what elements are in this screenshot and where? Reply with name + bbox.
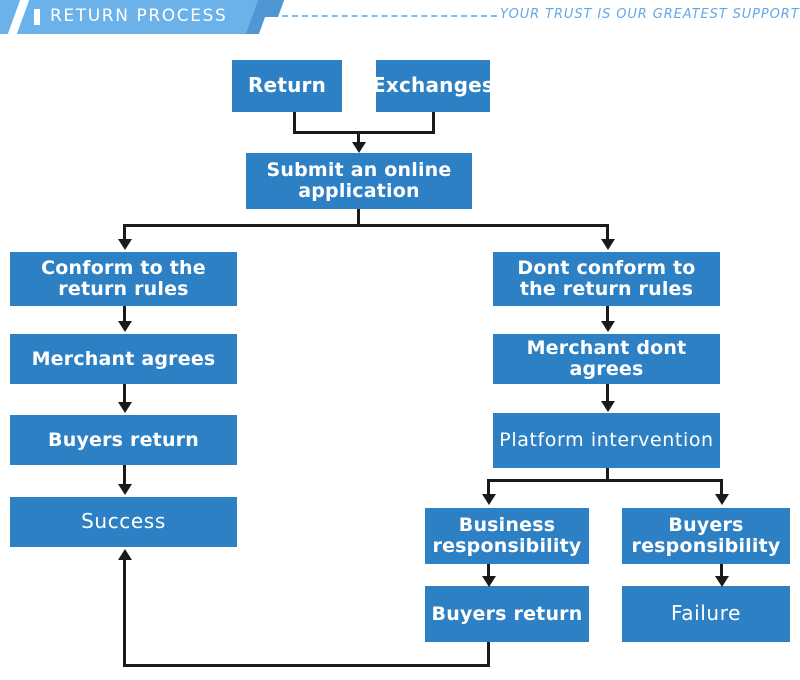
arrow-merchant-agrees-to-buyers-return-icon xyxy=(118,402,132,413)
dashed-divider-icon xyxy=(282,15,497,17)
arrow-split-to-business-responsibility-icon xyxy=(482,494,496,505)
page-header: RETURN PROCESS YOUR TRUST IS OUR GREATES… xyxy=(0,0,800,34)
arrow-buyers-responsibility-to-failure-icon xyxy=(715,576,729,587)
edge-split-to-conform xyxy=(123,224,126,240)
node-buyers-return-left[interactable]: Buyers return xyxy=(10,415,237,465)
edge-buyers-return-to-success xyxy=(123,465,126,485)
node-return[interactable]: Return xyxy=(232,60,342,112)
edge-buyers-responsibility-to-failure xyxy=(720,564,723,577)
arrow-dont-conform-to-merchant-dont-agrees-icon xyxy=(601,321,615,332)
arrow-business-responsibility-to-buyers-return-icon xyxy=(482,576,496,587)
arrow-split-to-dont-conform-icon xyxy=(601,239,615,250)
edge-feedback-horizontal xyxy=(123,664,490,667)
node-platform-intervention[interactable]: Platform intervention xyxy=(493,413,720,468)
node-submit-application[interactable]: Submit an online application xyxy=(246,153,472,209)
arrow-merchant-dont-agrees-to-platform-icon xyxy=(601,401,615,412)
arrow-buyers-return-to-success-icon xyxy=(118,484,132,495)
edge-dont-conform-to-merchant-dont-agrees xyxy=(606,306,609,323)
edge-submit-to-split xyxy=(357,209,360,227)
arrow-merge-to-submit-icon xyxy=(352,142,366,153)
edge-platform-split-bar xyxy=(487,479,723,482)
edge-platform-to-split xyxy=(606,468,609,482)
node-success[interactable]: Success xyxy=(10,497,237,547)
arrow-conform-to-merchant-agrees-icon xyxy=(118,321,132,332)
arrow-split-to-conform-icon xyxy=(118,239,132,250)
node-business-responsibility[interactable]: Business responsibility xyxy=(425,508,589,564)
bar-icon xyxy=(34,9,40,25)
edge-conform-to-merchant-agrees xyxy=(123,306,126,323)
node-failure[interactable]: Failure xyxy=(622,586,790,642)
header-tagline: YOUR TRUST IS OUR GREATEST SUPPORT xyxy=(500,7,800,22)
edge-merge-bar-top xyxy=(293,131,435,134)
node-buyers-responsibility[interactable]: Buyers responsibility xyxy=(622,508,790,564)
arrow-feedback-to-success-icon xyxy=(118,549,132,560)
arrow-split-to-buyers-responsibility-icon xyxy=(715,494,729,505)
node-exchanges[interactable]: Exchanges xyxy=(372,60,494,112)
edge-exchanges-to-merge xyxy=(432,112,435,134)
node-merchant-agrees[interactable]: Merchant agrees xyxy=(10,334,237,384)
edge-feedback-down xyxy=(487,642,490,667)
edge-split-to-business-responsibility xyxy=(487,479,490,495)
node-merchant-dont-agrees[interactable]: Merchant dont agrees xyxy=(493,334,720,384)
header-banner-tip-notch xyxy=(258,17,290,34)
edge-feedback-up-to-success xyxy=(123,560,126,667)
node-buyers-return-right[interactable]: Buyers return xyxy=(425,586,589,642)
edge-split-bar xyxy=(123,224,609,227)
edge-return-to-merge xyxy=(293,112,296,134)
edge-split-to-dont-conform xyxy=(606,224,609,240)
page-title: RETURN PROCESS xyxy=(50,6,228,26)
edge-merchant-agrees-to-buyers-return xyxy=(123,384,126,403)
node-conform-to-return-rules[interactable]: Conform to the return rules xyxy=(10,252,237,306)
node-dont-conform-to-return-rules[interactable]: Dont conform to the return rules xyxy=(493,252,720,306)
edge-business-responsibility-to-buyers-return xyxy=(487,564,490,577)
edge-merchant-dont-agrees-to-platform xyxy=(606,384,609,402)
edge-split-to-buyers-responsibility xyxy=(720,479,723,495)
edge-merge-to-submit xyxy=(357,131,360,143)
